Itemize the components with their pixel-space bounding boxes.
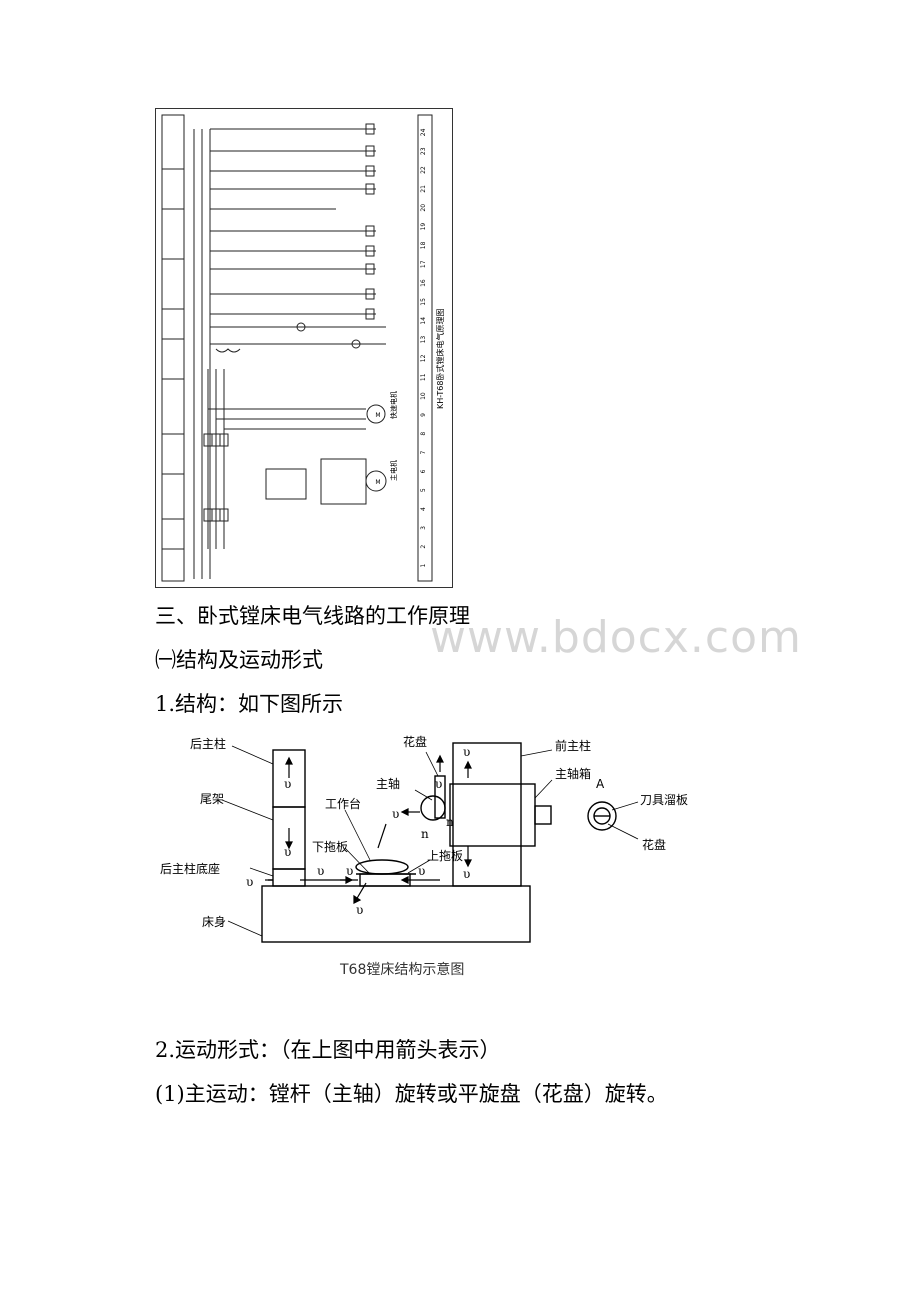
label-bed: 床身 <box>202 914 226 929</box>
schematic-title: KH-T68卧式镗床电气原理图 <box>435 309 445 409</box>
schematic-column-number: 5 <box>420 488 427 492</box>
label-faceplate: 花盘 <box>403 734 427 749</box>
structure-diagram: 后主柱 尾架 后主柱底座 床身 工作台 下拖板 上拖板 主轴 花盘 前主柱 主轴… <box>150 728 770 988</box>
section-heading: 三、卧式镗床电气线路的工作原理 <box>155 604 470 628</box>
schematic-column-number: 6 <box>420 469 427 473</box>
label-work-table: 工作台 <box>325 796 361 811</box>
schematic-column-number: 9 <box>420 413 427 417</box>
label-front-column: 前主柱 <box>555 738 591 753</box>
motion-symbol: υ <box>317 864 324 878</box>
schematic-column-number: 23 <box>420 147 427 155</box>
motion-symbol: υ <box>346 864 353 878</box>
label-spindle: 主轴 <box>376 776 400 791</box>
schematic-column-number: 18 <box>420 241 427 249</box>
motion-symbol: υ <box>435 777 442 791</box>
schematic-column-number: 12 <box>420 354 427 362</box>
schematic-column-number: 24 <box>420 128 427 136</box>
label-faceplate-side: 花盘 <box>642 837 666 852</box>
motion-symbol: υ <box>392 807 399 821</box>
schematic-column-number: 3 <box>420 526 427 530</box>
motion-symbol: υ <box>284 777 291 791</box>
schematic-drawing: M M 主电机 快速电机 KH-T68卧式镗床电气原理图 12345678910… <box>161 114 445 582</box>
rotation-symbol: n <box>421 827 429 841</box>
schematic-column-number: 7 <box>420 450 427 454</box>
schematic-column-number: 11 <box>420 373 427 381</box>
label-view-a: A <box>596 777 605 791</box>
svg-text:M: M <box>375 412 380 419</box>
diagram-caption: T68镗床结构示意图 <box>339 961 464 978</box>
schematic-column-number: 13 <box>420 336 427 344</box>
structure-drawing: 后主柱 尾架 后主柱底座 床身 工作台 下拖板 上拖板 主轴 花盘 前主柱 主轴… <box>160 734 688 978</box>
label-tail-frame: 尾架 <box>200 792 224 806</box>
motion-symbol: υ <box>463 867 470 881</box>
schematic-column-number: 16 <box>420 279 427 287</box>
schematic-column-number: 17 <box>420 260 427 268</box>
schematic-column-number: 21 <box>420 185 427 193</box>
motion-symbol: υ <box>418 864 425 878</box>
label-rear-column: 后主柱 <box>190 736 226 751</box>
motion-symbol: υ <box>284 845 291 859</box>
watermark: www.bdocx.com <box>430 612 802 663</box>
fast-motor-label: 快速电机 <box>389 391 398 419</box>
schematic-column-number: 4 <box>420 507 427 511</box>
schematic-column-number: 8 <box>420 432 427 436</box>
motion-symbol: υ <box>246 875 253 889</box>
rotation-symbol: n <box>446 815 454 829</box>
section2-title: 2.运动形式：（在上图中用箭头表示） <box>155 1038 501 1062</box>
schematic-column-number: 22 <box>420 166 427 174</box>
schematic-column-number: 20 <box>420 204 427 212</box>
schematic-column-number: 15 <box>420 298 427 306</box>
label-upper-slide: 上拖板 <box>427 849 463 863</box>
motion-symbol: υ <box>356 903 363 917</box>
motion-main-text: (1)主运动：镗杆（主轴）旋转或平旋盘（花盘）旋转。 <box>155 1082 668 1106</box>
label-rear-base: 后主柱底座 <box>160 861 220 876</box>
schematic-column-number: 19 <box>420 223 427 231</box>
schematic-column-number: 14 <box>420 317 427 325</box>
main-motor-label: 主电机 <box>389 460 398 481</box>
label-spindle-box: 主轴箱 <box>555 766 591 781</box>
schematic-column-number: 2 <box>420 545 427 549</box>
schematic-column-number: 10 <box>420 392 427 400</box>
label-lower-slide: 下拖板 <box>312 840 348 854</box>
section1-title: 1.结构：如下图所示 <box>155 692 344 716</box>
label-tool-slide: 刀具溜板 <box>640 792 688 807</box>
schematic-column-number: 1 <box>420 563 427 567</box>
subheading: ㈠结构及运动形式 <box>155 648 323 672</box>
motion-symbol: υ <box>463 745 470 759</box>
svg-text:M: M <box>375 479 380 486</box>
